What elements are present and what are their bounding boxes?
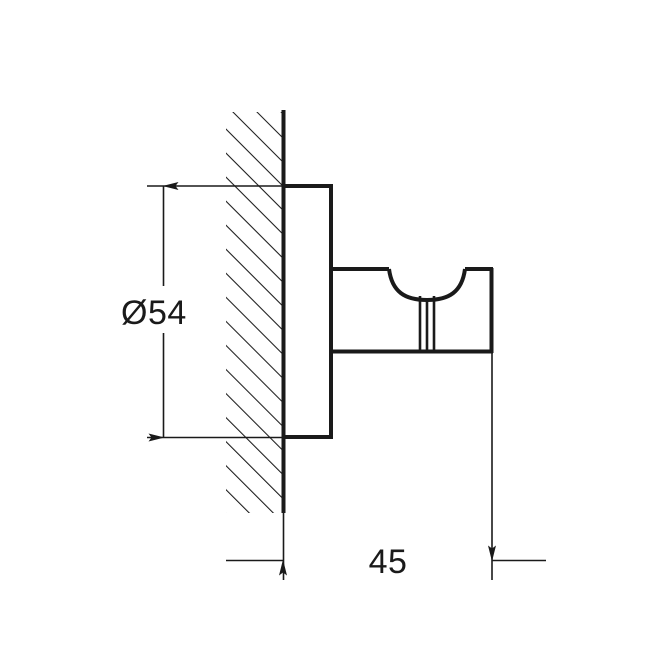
diameter-dimension-label: Ø54 xyxy=(121,294,187,332)
wall-hatch-fill xyxy=(226,112,283,513)
hook-saddle-arc xyxy=(387,268,467,303)
flange-base-plate xyxy=(283,184,333,439)
wall-section xyxy=(226,110,286,580)
hook-groove-detail xyxy=(418,296,436,352)
hook-body xyxy=(331,267,494,354)
depth-dimension-label: 45 xyxy=(369,543,408,581)
diameter-dimension: Ø54 xyxy=(121,182,331,442)
depth-dimension: 45 xyxy=(226,543,546,581)
